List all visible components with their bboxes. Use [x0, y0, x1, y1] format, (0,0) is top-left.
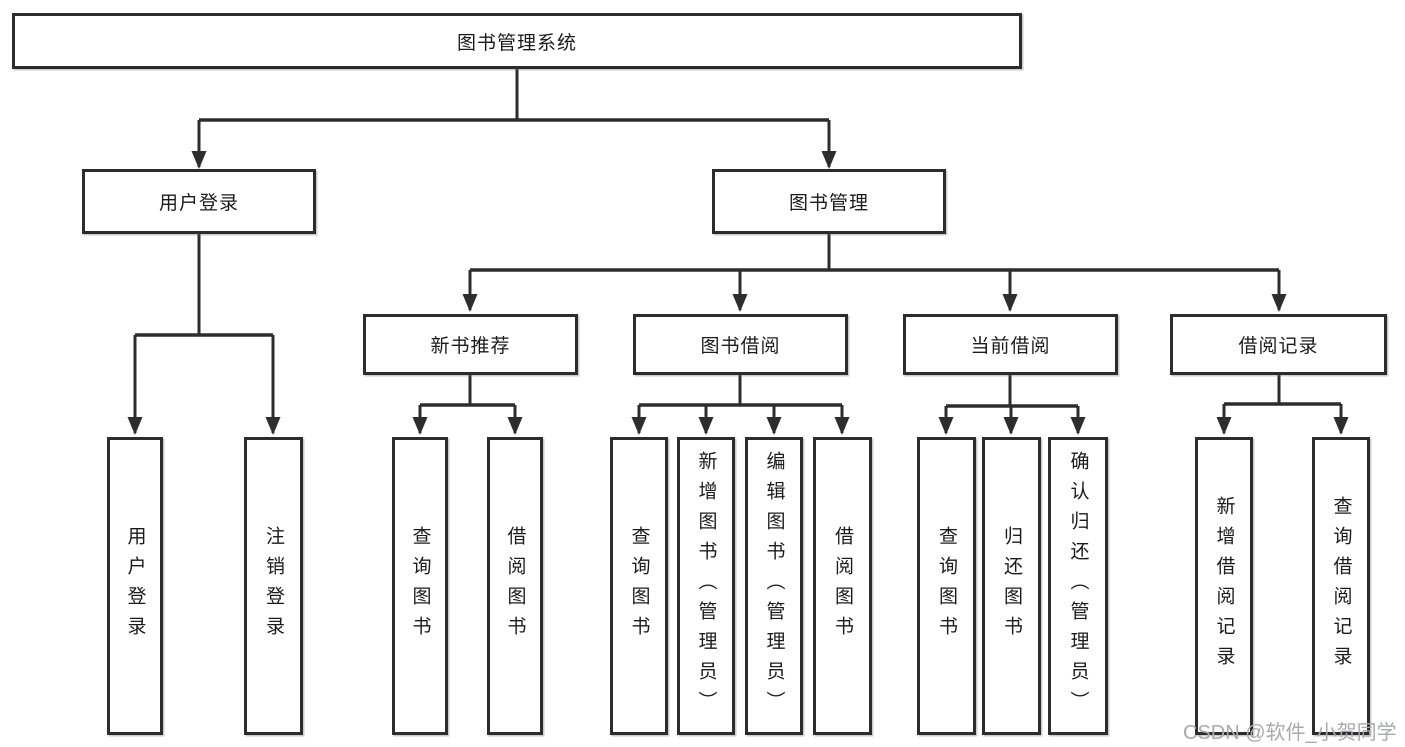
leaf-add-book-admin: 新增图书（管理员）	[677, 437, 735, 735]
node-new-book-recommend-label: 新书推荐	[430, 336, 511, 357]
leaf-borrow-books-2: 借阅图书	[813, 437, 872, 735]
leaf-logout-label: 注销登录	[263, 526, 284, 646]
leaf-edit-book-admin: 编辑图书（管理员）	[745, 437, 803, 735]
node-borrow-records: 借阅记录	[1170, 314, 1387, 375]
node-root-label: 图书管理系统	[456, 32, 577, 54]
node-user-login-label: 用户登录	[158, 193, 239, 214]
leaf-add-book-admin-label: 新增图书（管理员）	[695, 451, 717, 721]
leaf-query-books-2: 查询图书	[610, 437, 668, 735]
node-book-management-label: 图书管理	[788, 193, 869, 214]
node-user-login: 用户登录	[82, 169, 316, 234]
node-book-borrow: 图书借阅	[633, 314, 848, 375]
leaf-logout: 注销登录	[244, 437, 303, 735]
leaf-confirm-return-admin: 确认归还（管理员）	[1048, 437, 1108, 735]
leaf-query-books-3-label: 查询图书	[936, 526, 957, 646]
node-current-borrow-label: 当前借阅	[970, 336, 1051, 357]
leaf-confirm-return-admin-label: 确认归还（管理员）	[1067, 451, 1089, 721]
leaf-borrow-books-1-label: 借阅图书	[504, 526, 526, 646]
node-current-borrow: 当前借阅	[903, 314, 1118, 375]
leaf-query-books-1: 查询图书	[392, 437, 448, 735]
leaf-edit-book-admin-label: 编辑图书（管理员）	[763, 451, 785, 721]
leaf-user-login: 用户登录	[107, 437, 163, 735]
leaf-query-borrow-record: 查询借阅记录	[1312, 437, 1370, 735]
node-book-borrow-label: 图书借阅	[700, 336, 781, 357]
leaf-borrow-books-2-label: 借阅图书	[832, 526, 853, 646]
leaf-query-books-1-label: 查询图书	[409, 526, 431, 646]
leaf-query-books-2-label: 查询图书	[628, 526, 650, 646]
leaf-add-borrow-record-label: 新增借阅记录	[1213, 496, 1235, 676]
node-new-book-recommend: 新书推荐	[363, 314, 578, 375]
leaf-user-login-label: 用户登录	[124, 526, 146, 646]
leaf-borrow-books-1: 借阅图书	[487, 437, 543, 735]
leaf-query-books-3: 查询图书	[917, 437, 976, 735]
leaf-add-borrow-record: 新增借阅记录	[1195, 437, 1253, 735]
leaf-return-books: 归还图书	[982, 437, 1041, 735]
node-book-management: 图书管理	[712, 169, 946, 234]
leaf-return-books-label: 归还图书	[1001, 526, 1022, 646]
node-root: 图书管理系统	[12, 13, 1022, 69]
node-borrow-records-label: 借阅记录	[1238, 336, 1319, 357]
leaf-query-borrow-record-label: 查询借阅记录	[1330, 496, 1352, 676]
watermark: CSDN @软件_小贺同学	[1183, 722, 1397, 744]
